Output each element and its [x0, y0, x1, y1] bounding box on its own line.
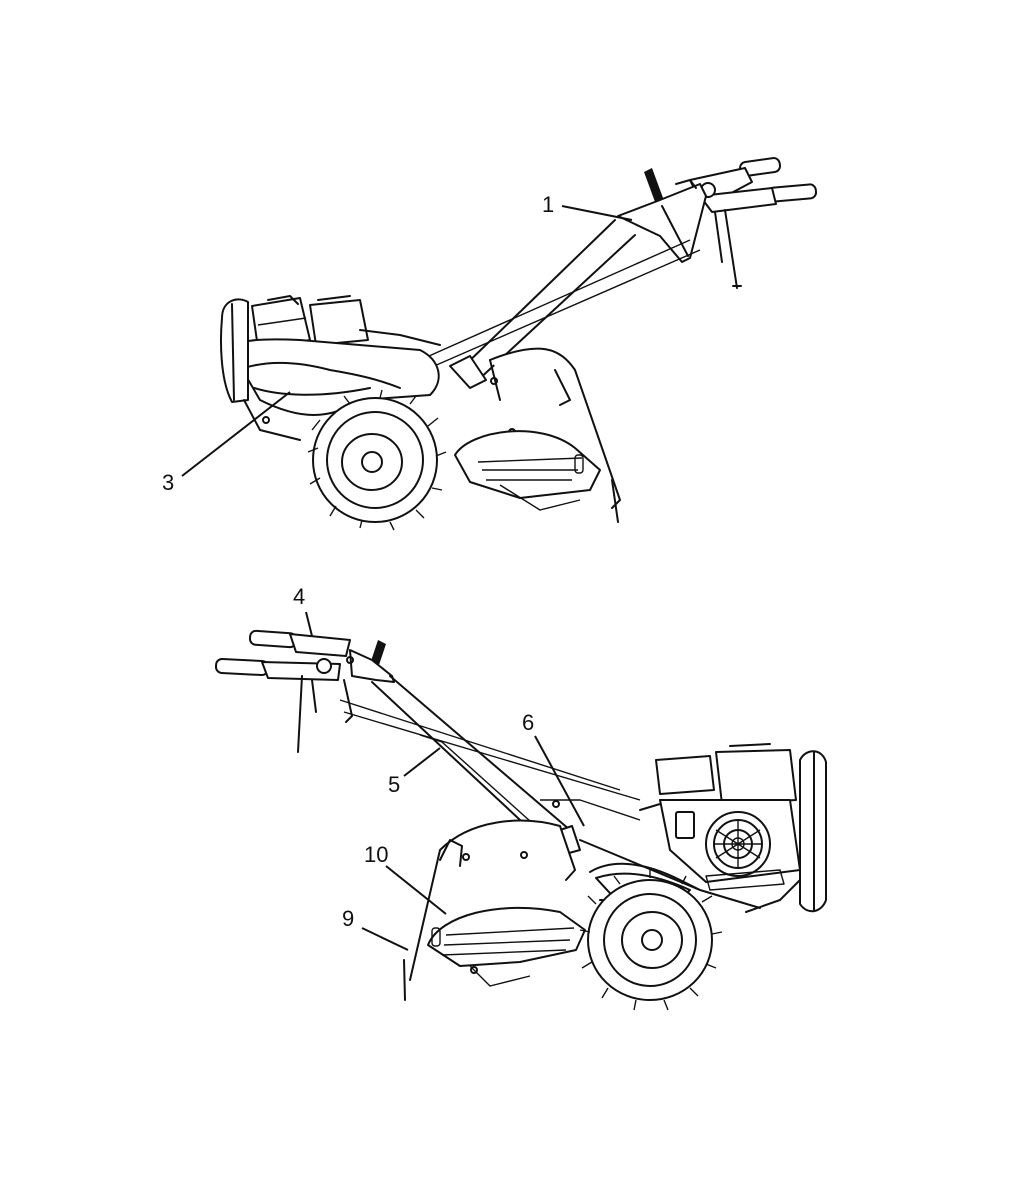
wheel-bottom — [579, 870, 723, 1011]
callout-6: 6 — [522, 710, 585, 827]
callout-1: 1 — [542, 192, 633, 221]
svg-text:1: 1 — [542, 192, 554, 217]
tine-hood-bottom — [403, 800, 586, 1001]
svg-text:5: 5 — [388, 772, 400, 797]
tiller-left-view: 1 3 — [162, 157, 818, 531]
tine-hood-top — [454, 347, 621, 523]
callout-5: 5 — [388, 747, 441, 797]
handle-assembly-top — [617, 157, 818, 289]
svg-text:3: 3 — [162, 470, 174, 495]
engine-top — [251, 295, 441, 349]
svg-text:9: 9 — [342, 906, 354, 931]
handle-assembly-bottom — [214, 629, 395, 753]
tiller-right-view: 4 5 6 10 9 — [214, 584, 827, 1011]
wheel-top — [307, 389, 447, 531]
callout-9: 9 — [342, 906, 409, 951]
callout-4: 4 — [293, 584, 313, 637]
svg-text:6: 6 — [522, 710, 534, 735]
svg-text:10: 10 — [364, 842, 388, 867]
engine-bottom — [639, 743, 801, 891]
svg-text:4: 4 — [293, 584, 305, 609]
callout-10: 10 — [364, 842, 447, 915]
callout-3: 3 — [162, 391, 291, 495]
